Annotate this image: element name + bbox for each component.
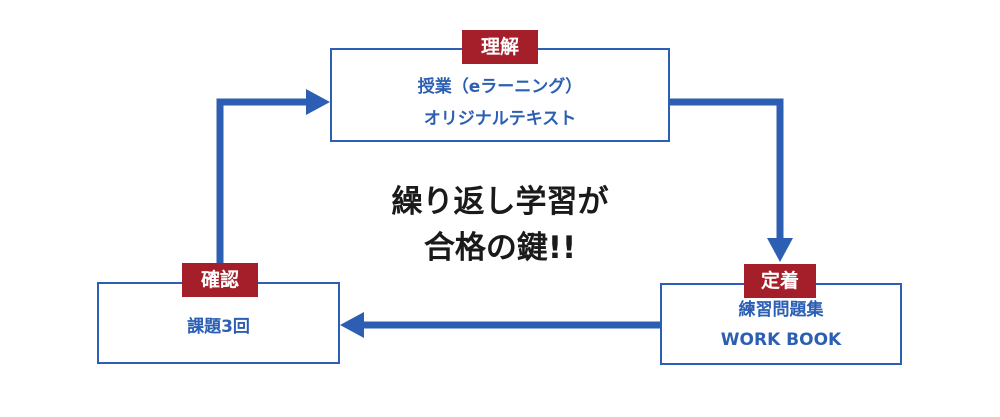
stage-understand-box: 授業（eラーニング） オリジナルテキスト [330,48,670,142]
stage-confirm-line1: 課題3回 [187,317,250,337]
arrow-head-left [340,312,364,338]
stage-retain-line1: 練習問題集 [738,300,824,320]
stage-understand-line2: オリジナルテキスト [423,109,577,129]
center-message-line2: 合格の鍵!! [423,230,577,266]
stage-confirm-tag: 確認 [182,263,258,297]
stage-retain-line2: WORK BOOK [720,330,842,350]
center-message-line1: 繰り返し学習が [391,184,609,220]
arrow-understand-to-retain [670,98,784,240]
stage-understand-line1: 授業（eラーニング） [417,77,583,97]
arrow-head-down [767,238,793,262]
stage-retain-tag: 定着 [744,264,816,298]
arrow-head-right [306,89,330,115]
arrow-confirm-to-understand [216,98,308,282]
stage-understand-tag: 理解 [462,30,538,64]
